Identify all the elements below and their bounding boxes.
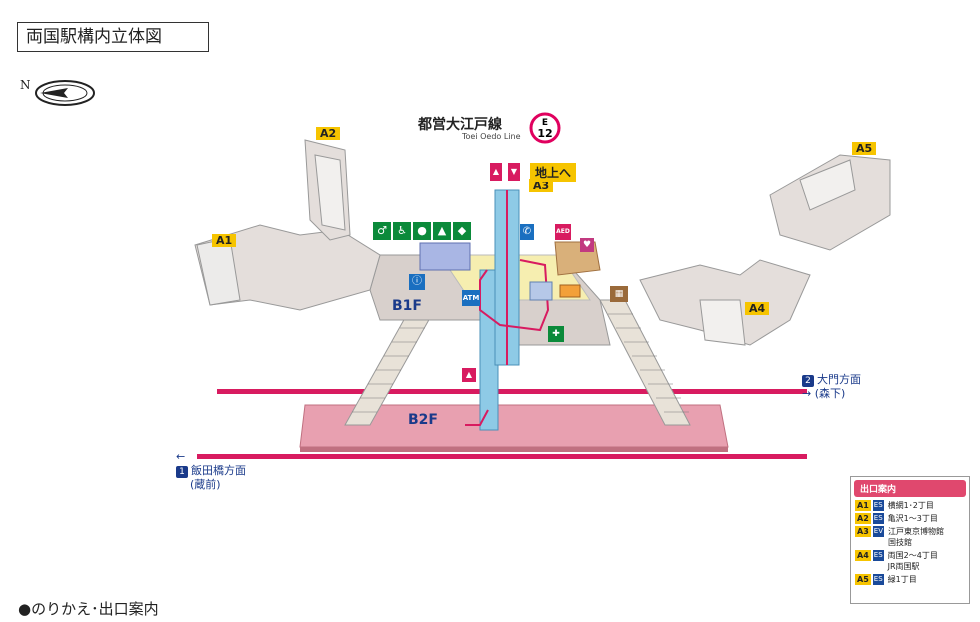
legend-exit: A2: [855, 513, 871, 524]
line-name: 都営大江戸線: [418, 117, 502, 133]
aed-icon: AED: [555, 224, 571, 240]
legend-exit: A4: [855, 550, 871, 561]
elevator-icon-2: ▼: [508, 163, 520, 181]
legend-kind: ES: [872, 574, 884, 585]
legend-exit: A5: [855, 574, 871, 585]
direction-name: 飯田橋方面: [191, 464, 246, 477]
legend-exit: A1: [855, 500, 871, 511]
legend-place: 横網1･2丁目: [887, 501, 934, 510]
legend-place: 亀沢1～3丁目: [887, 514, 938, 523]
exit-tag-a1[interactable]: A1: [212, 234, 237, 247]
legend-kind: ES: [872, 513, 884, 524]
legend-place: 緑1丁目: [887, 575, 917, 584]
wheelchair-icon: ♿: [393, 222, 411, 240]
badge-number: 12: [537, 127, 552, 140]
legend-kind: ES: [872, 550, 884, 561]
gates: [529, 281, 553, 301]
walkway-left: [194, 224, 381, 311]
baby-icon: ●: [413, 222, 431, 240]
legend-place: 江戸東京博物館: [887, 527, 944, 536]
elevator-icon-1: ▲: [490, 163, 502, 181]
to-surface-label: 地上へ: [530, 163, 577, 182]
direction-sub: (蔵前): [190, 478, 221, 491]
exit-tag-a2[interactable]: A2: [316, 127, 341, 140]
legend-place: 国技館: [887, 538, 912, 547]
legend-kind: ES: [872, 500, 884, 511]
legend-title: 出口案内: [854, 480, 966, 497]
exit-tag-a4[interactable]: A4: [745, 302, 770, 315]
legend-place: 両国2～4丁目: [887, 551, 938, 560]
exit-tag-a5[interactable]: A5: [852, 142, 877, 155]
floor-label-b2f: B2F: [408, 412, 438, 428]
legend-place: JR両国駅: [887, 562, 920, 571]
direction-number: 2: [802, 375, 814, 387]
compass-north-label: N: [20, 78, 31, 92]
phone-icon: ✆: [520, 224, 534, 240]
footer-note: ●のりかえ･出口案内: [18, 600, 159, 618]
elevator-b2f-icon: ▲: [462, 368, 476, 382]
badge-letter: E: [542, 118, 548, 128]
restroom-icon: ♂: [373, 222, 391, 240]
legend-exit: A3: [855, 526, 871, 537]
ostomate-icon: ▲: [433, 222, 451, 240]
floor-label-b1f: B1F: [392, 298, 422, 314]
emergency-icon: ✚: [548, 326, 564, 342]
nursing-room-icon: ♥: [580, 238, 594, 252]
walkway-a5: [769, 154, 891, 251]
legend-kind: EV: [872, 526, 884, 537]
station-number-badge: E 12: [529, 112, 561, 144]
rail-track-lower: [197, 454, 807, 459]
direction-name: 大門方面: [817, 373, 861, 386]
stair-a2: [314, 154, 346, 231]
direction-arrow: ←: [176, 450, 186, 463]
exit-tag-a3[interactable]: A3: [529, 179, 554, 192]
atm-icon: ATM: [462, 290, 480, 306]
ticket-machine: [559, 284, 581, 298]
direction-arrow: →: [802, 387, 812, 400]
info-icon: ⓘ: [409, 274, 425, 290]
line-name-en: Toei Oedo Line: [462, 132, 521, 141]
multipurpose-toilet-icon: ◆: [453, 222, 471, 240]
station-office: [419, 242, 471, 271]
direction-sub: (森下): [814, 387, 846, 400]
page-title: 両国駅構内立体図: [17, 22, 209, 52]
compass-icon: [35, 80, 95, 106]
direction-number: 1: [176, 466, 188, 478]
stair-a4: [699, 299, 746, 346]
stair-a5: [799, 159, 856, 211]
rail-track-upper: [217, 389, 807, 394]
locker-icon: ▦: [610, 286, 628, 302]
platform-b2f-edge: [300, 447, 728, 452]
facility-icons-row: ♂ ♿ ● ▲ ◆: [373, 222, 473, 240]
